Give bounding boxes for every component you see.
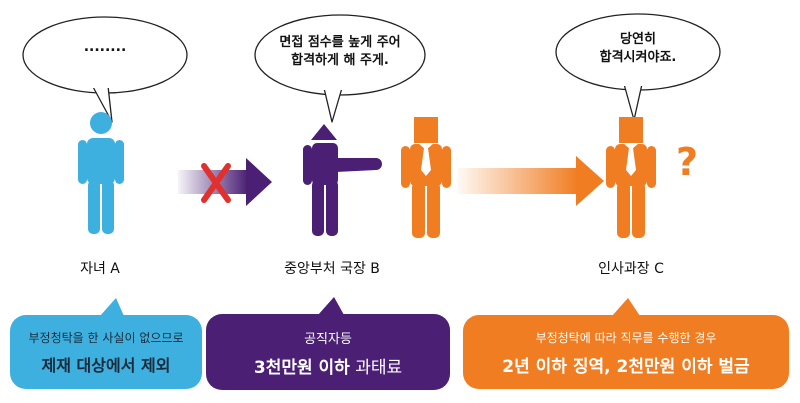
bubble-b-text: 면접 점수를 높게 주어 합격하게 해 주게. xyxy=(262,34,418,69)
arrow-b-to-c xyxy=(458,156,604,206)
speech-bubble-b xyxy=(254,14,426,123)
question-mark: ? xyxy=(676,140,699,184)
bubble-b-line2: 합격하게 해 주게. xyxy=(291,52,389,68)
person-b-label: 중앙부처 국장 B xyxy=(284,261,380,277)
person-c-label: 인사과장 C xyxy=(598,261,664,277)
box-b-line1: 공직자등 xyxy=(304,332,352,347)
person-orange-icon xyxy=(401,117,451,238)
box-a-line1: 부정청탁을 한 사실이 없으므로 xyxy=(28,331,184,345)
callout-box-b: 공직자등 3천만원 이하 과태료 xyxy=(206,328,450,378)
bubble-c-line2: 합격시켜야죠. xyxy=(599,49,677,65)
person-b-icon xyxy=(303,124,382,236)
box-c-line2: 2년 이하 징역, 2천만원 이하 벌금 xyxy=(502,357,750,377)
callout-box-c: 부정청탁에 따라 직무를 수행한 경우 2년 이하 징역, 2천만원 이하 벌금 xyxy=(463,329,789,377)
person-a-label: 자녀 A xyxy=(80,261,120,277)
box-a-line2: 제재 대상에서 제외 xyxy=(41,356,171,375)
bubble-b-line1: 면접 점수를 높게 주어 xyxy=(279,35,401,50)
person-c-icon xyxy=(606,117,656,238)
speech-bubble-a xyxy=(22,16,188,123)
callout-box-a: 부정청탁을 한 사실이 없으므로 제재 대상에서 제외 xyxy=(10,329,202,376)
callout-box-a-shape xyxy=(10,298,202,389)
bubble-c-line1: 당연히 xyxy=(620,32,656,47)
box-b-line2-bold: 3천만원 이하 xyxy=(253,358,350,378)
callout-box-c-shape xyxy=(463,298,789,389)
x-mark-icon xyxy=(201,163,231,203)
box-c-line1: 부정청탁에 따라 직무를 수행한 경우 xyxy=(535,331,717,345)
person-a-icon xyxy=(78,112,124,234)
speech-bubble-c xyxy=(555,13,721,121)
bubble-c-text: 당연히 합격시켜야죠. xyxy=(568,31,708,66)
box-b-line2-rest: 과태료 xyxy=(349,358,403,378)
bubble-a-text: ........ xyxy=(83,39,127,55)
callout-box-b-shape xyxy=(206,297,450,390)
box-b-line2: 3천만원 이하 과태료 xyxy=(206,353,450,378)
